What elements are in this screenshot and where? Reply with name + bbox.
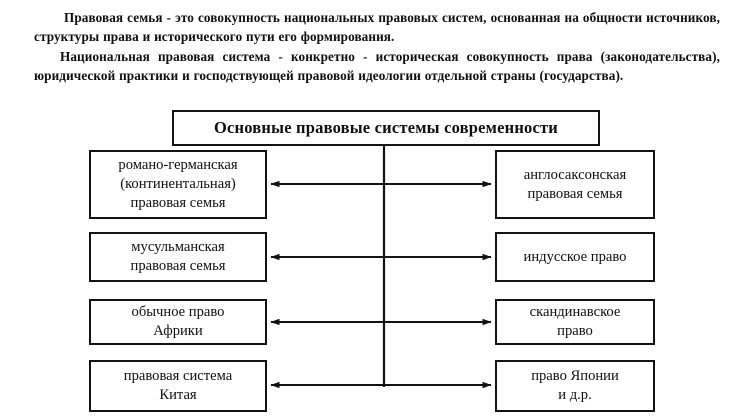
- left-box-romano-germanic: романо-германская (континентальная) прав…: [89, 150, 267, 219]
- intro-paragraph-1: Правовая семья - это совокупность национ…: [34, 10, 720, 44]
- right-box-anglo-saxon: англосаксонская правовая семья: [495, 150, 655, 219]
- right-box-label: право Японии и д.р.: [531, 368, 619, 403]
- intro-paragraph-2: Национальная правовая система - конкретн…: [34, 49, 720, 83]
- left-box-chinese-legal-system: правовая система Китая: [89, 360, 267, 412]
- diagram-title-box: Основные правовые системы современности: [172, 110, 600, 146]
- right-box-label: англосаксонская правовая семья: [523, 166, 627, 202]
- left-box-label: правовая система Китая: [123, 368, 233, 403]
- left-box-label: мусульманская правовая семья: [130, 239, 226, 274]
- right-box-japanese-law: право Японии и д.р.: [495, 360, 655, 412]
- left-box-label: романо-германская (континентальная) прав…: [118, 157, 238, 211]
- left-box-african-customary-law: обычное право Африки: [89, 299, 267, 345]
- right-box-label: индусское право: [523, 248, 627, 265]
- left-box-muslim-law: мусульманская правовая семья: [89, 232, 267, 282]
- diagram-title-label: Основные правовые системы современности: [213, 118, 559, 137]
- left-box-label: обычное право Африки: [131, 304, 225, 339]
- right-box-scandinavian-law: скандинавское право: [495, 299, 655, 345]
- legal-systems-diagram: Основные правовые системы современности …: [0, 104, 750, 420]
- intro-text-block: Правовая семья - это совокупность национ…: [34, 8, 720, 86]
- diagram-connectors: [270, 146, 492, 389]
- right-box-label: скандинавское право: [529, 304, 621, 339]
- right-box-hindu-law: индусское право: [495, 232, 655, 282]
